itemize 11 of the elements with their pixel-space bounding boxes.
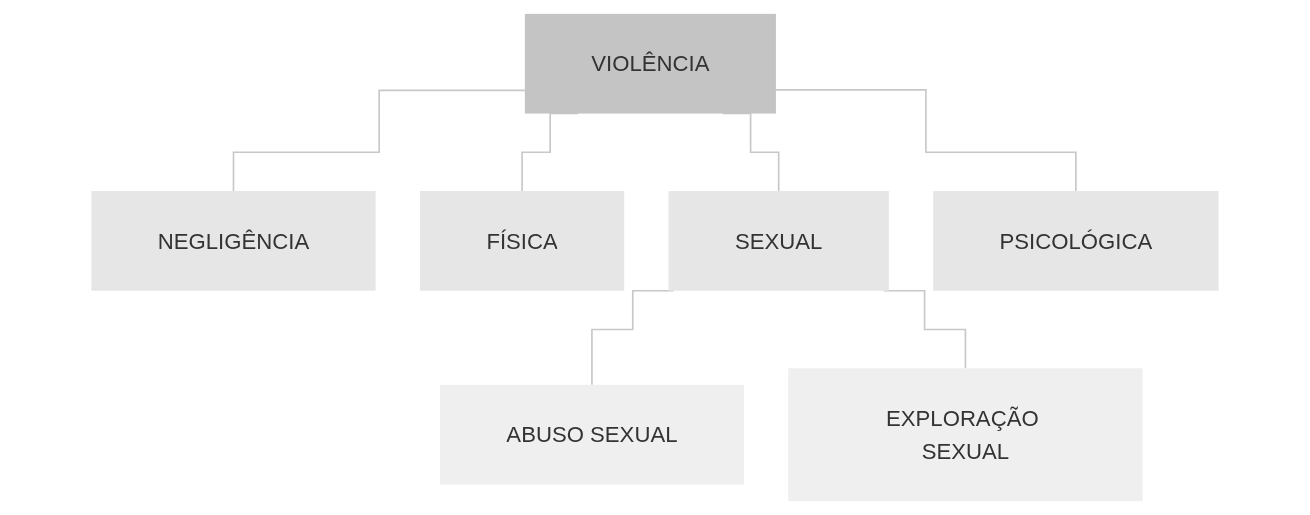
connector — [882, 289, 967, 370]
node-box: FÍSICA — [419, 191, 625, 291]
connector — [232, 89, 526, 192]
connector — [591, 289, 675, 386]
node-box: PSICOLÓGICA — [933, 191, 1219, 291]
node-box: VIOLÊNCIA — [524, 13, 776, 114]
connector — [775, 89, 1077, 192]
node-box: ABUSO SEXUAL — [439, 384, 744, 485]
node-box: SEXUAL — [668, 191, 889, 291]
node-box: EXPLORAÇÃO SEXUAL — [788, 368, 1143, 502]
node-box: NEGLIGÊNCIA — [91, 191, 376, 291]
